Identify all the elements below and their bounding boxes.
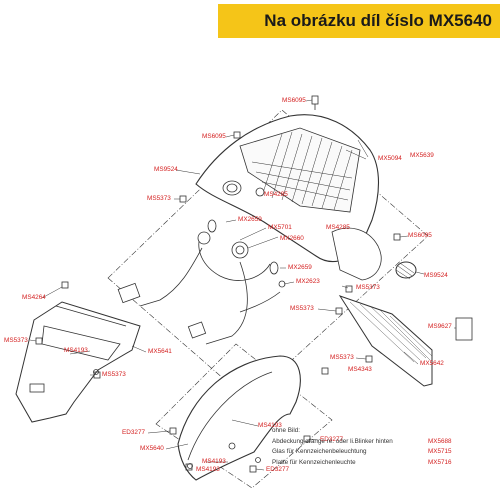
part-label: MS9524: [154, 166, 178, 173]
part-label: MS5373: [356, 284, 380, 291]
tail-housing: [195, 114, 417, 281]
legend-row-code: MX5716: [428, 458, 452, 466]
part-label: MS6095: [282, 97, 306, 104]
part-label: MX2659: [288, 264, 312, 271]
leader-lines: [29, 99, 456, 471]
part-label: MX5642: [420, 360, 444, 367]
part-label: MS4193: [202, 458, 226, 465]
part-label: MS5373: [330, 354, 354, 361]
part-label: MS9524: [424, 272, 448, 279]
part-label: MS4193: [64, 347, 88, 354]
legend-row-text: Abdeckung orange re. oder li.Blinker hin…: [272, 437, 393, 445]
part-label: MS4343: [348, 366, 372, 373]
part-label: MS5373: [147, 195, 171, 202]
legend-row: Glas für Kennzeichenbeleuchtung MX5715: [272, 447, 494, 458]
part-label: MS5373: [4, 337, 28, 344]
parts-without-picture-legend: ohne Bild: Abdeckung orange re. oder li.…: [272, 426, 494, 468]
part-label: MS4264: [22, 294, 46, 301]
part-label: MX5639: [410, 152, 434, 159]
part-label: ED3277: [320, 436, 344, 443]
part-label: ED3277: [122, 429, 146, 436]
wiring-harness: [117, 187, 286, 345]
part-label: MS4285: [264, 191, 288, 198]
part-label: ED3277: [266, 466, 290, 473]
part-label: MX5701: [268, 224, 292, 231]
rear-mudguard: [177, 355, 301, 481]
part-label: MS4193: [196, 466, 220, 473]
part-label: MX2660: [280, 235, 304, 242]
legend-heading: ohne Bild:: [272, 427, 301, 434]
title-banner: Na obrázku díl číslo MX5640: [218, 4, 500, 38]
license-plate-holder: [15, 301, 141, 423]
part-label: MS4285: [326, 224, 350, 231]
rear-reflector-panel: [338, 295, 473, 387]
legend-row: Platte für Kennzeichenleuchte MX5716: [272, 458, 494, 469]
page-title: Na obrázku díl číslo MX5640: [264, 11, 492, 30]
legend-row-code: MX5715: [428, 448, 452, 455]
part-label: MS5373: [102, 371, 126, 378]
part-label: MX2623: [296, 278, 320, 285]
part-label: MS9627: [428, 323, 452, 330]
legend-row-text: Platte für Kennzeichenleuchte: [272, 458, 356, 466]
part-label: MX5641: [148, 348, 172, 355]
part-label: MS4193: [258, 422, 282, 429]
part-label: MS5373: [290, 305, 314, 312]
legend-heading-row: ohne Bild:: [272, 426, 494, 437]
legend-row-text: Glas für Kennzeichenbeleuchtung: [272, 448, 367, 455]
legend-row-code: MX5688: [428, 437, 452, 445]
legend-row: Abdeckung orange re. oder li.Blinker hin…: [272, 437, 494, 448]
part-label: MS6095: [408, 232, 432, 239]
part-label: MX5640: [140, 445, 164, 452]
part-label: MX2659: [238, 216, 262, 223]
part-label: MX5094: [378, 155, 402, 162]
upper-assembly-outline: [107, 109, 429, 401]
part-label: MS6095: [202, 133, 226, 140]
